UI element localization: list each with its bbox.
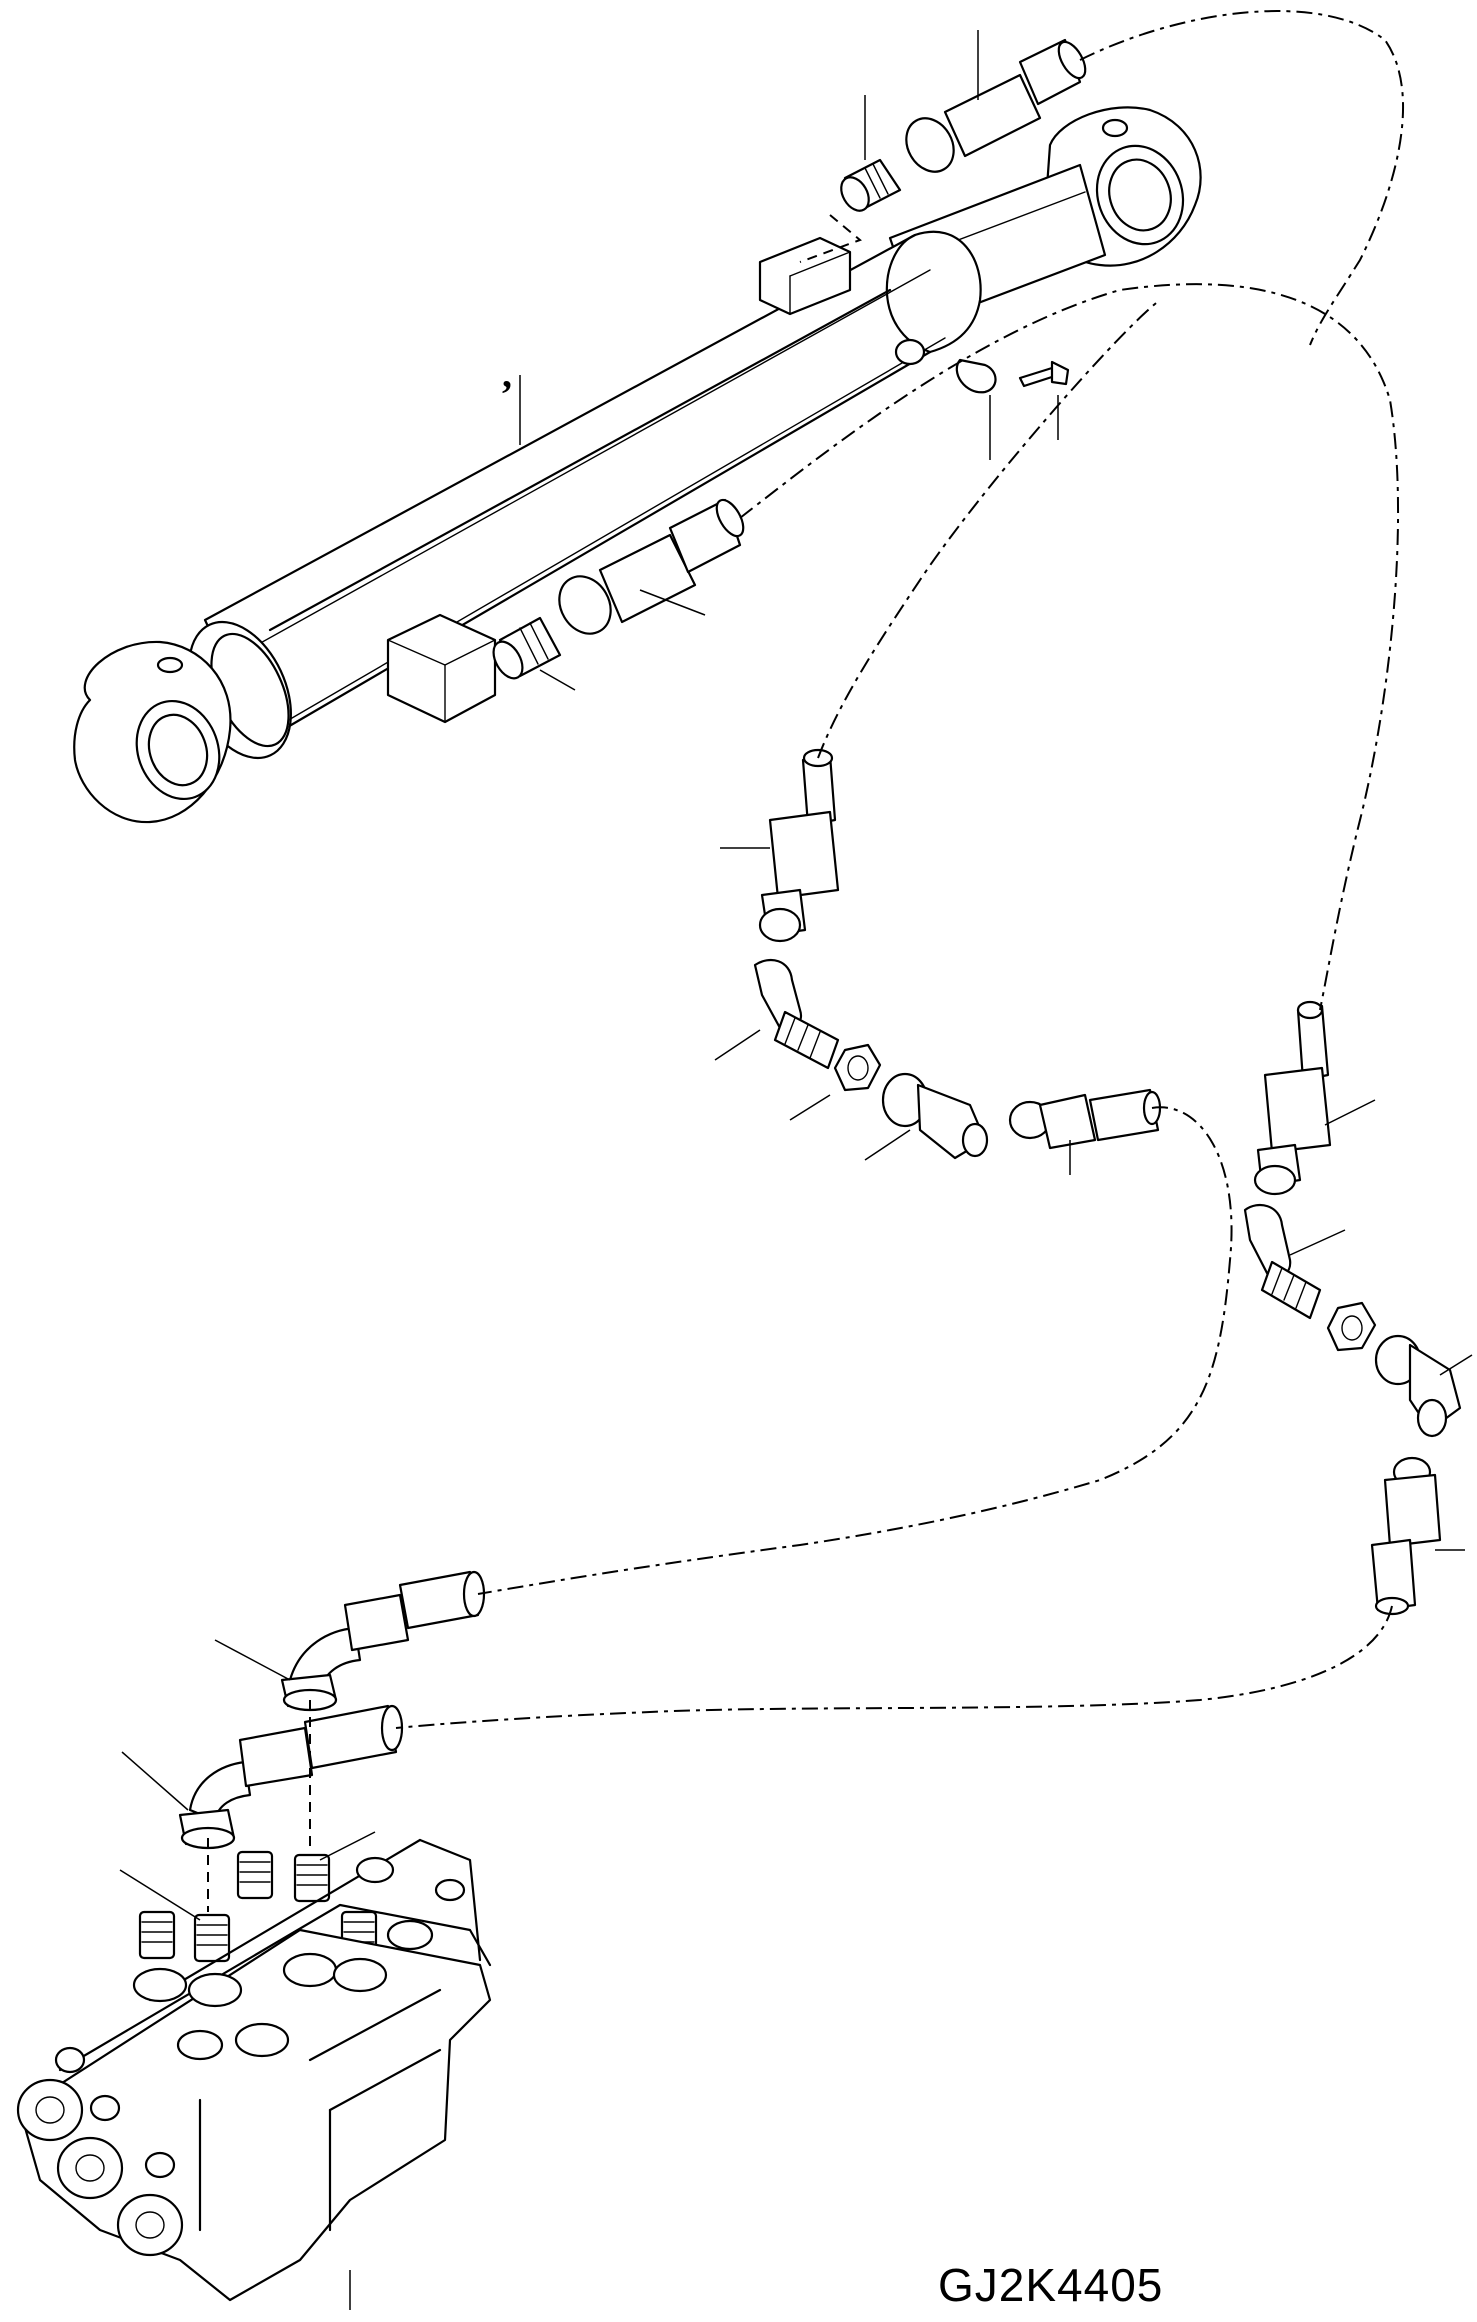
leader-lines xyxy=(119,30,1473,2310)
valve-spool-3 xyxy=(116,2151,184,2257)
valve-adapter-2 xyxy=(293,1853,331,1903)
callout-tick-mark: , xyxy=(502,351,512,396)
hose-end-left-upper xyxy=(758,748,840,943)
adapter-bottom-cylinder xyxy=(492,616,562,680)
valve-adapter-4 xyxy=(193,1913,231,1963)
hose-centre-lines xyxy=(207,10,1405,1912)
nut-right xyxy=(1326,1301,1377,1352)
hose-end-right-upper xyxy=(1253,1000,1332,1196)
cylinder-port-block-top xyxy=(758,236,852,316)
adapter-top-cylinder xyxy=(840,158,902,212)
cylinder-base-eye xyxy=(73,640,232,824)
valve-adapter-3 xyxy=(138,1910,176,1960)
hose-elbow-valve-lower xyxy=(178,1704,404,1850)
hose-end-left-lower xyxy=(1008,1088,1162,1150)
cylinder-port-block-bottom xyxy=(386,613,497,724)
hydraulic-cylinder xyxy=(73,106,1202,824)
swivel-elbow-right xyxy=(1374,1334,1462,1438)
valve-adapter-1 xyxy=(236,1850,274,1900)
elbow-fitting-left xyxy=(753,958,840,1070)
elbow-fitting-right xyxy=(1243,1203,1322,1320)
swivel-elbow-left xyxy=(881,1072,989,1160)
drawing-reference-code: GJ2K4405 xyxy=(938,2259,1164,2311)
valve-spool-1 xyxy=(16,2046,86,2142)
control-valve xyxy=(16,1838,492,2302)
hose-elbow-valve-upper xyxy=(280,1570,486,1712)
hose-end-right-lower xyxy=(1370,1456,1442,1616)
hose-end-bottom-cylinder xyxy=(558,498,745,635)
valve-spool-2 xyxy=(56,2094,124,2200)
hose-clamp xyxy=(894,338,997,394)
nut-left xyxy=(833,1043,882,1092)
hose-end-top-cylinder xyxy=(905,38,1087,173)
clamp-bolt xyxy=(1018,360,1070,388)
